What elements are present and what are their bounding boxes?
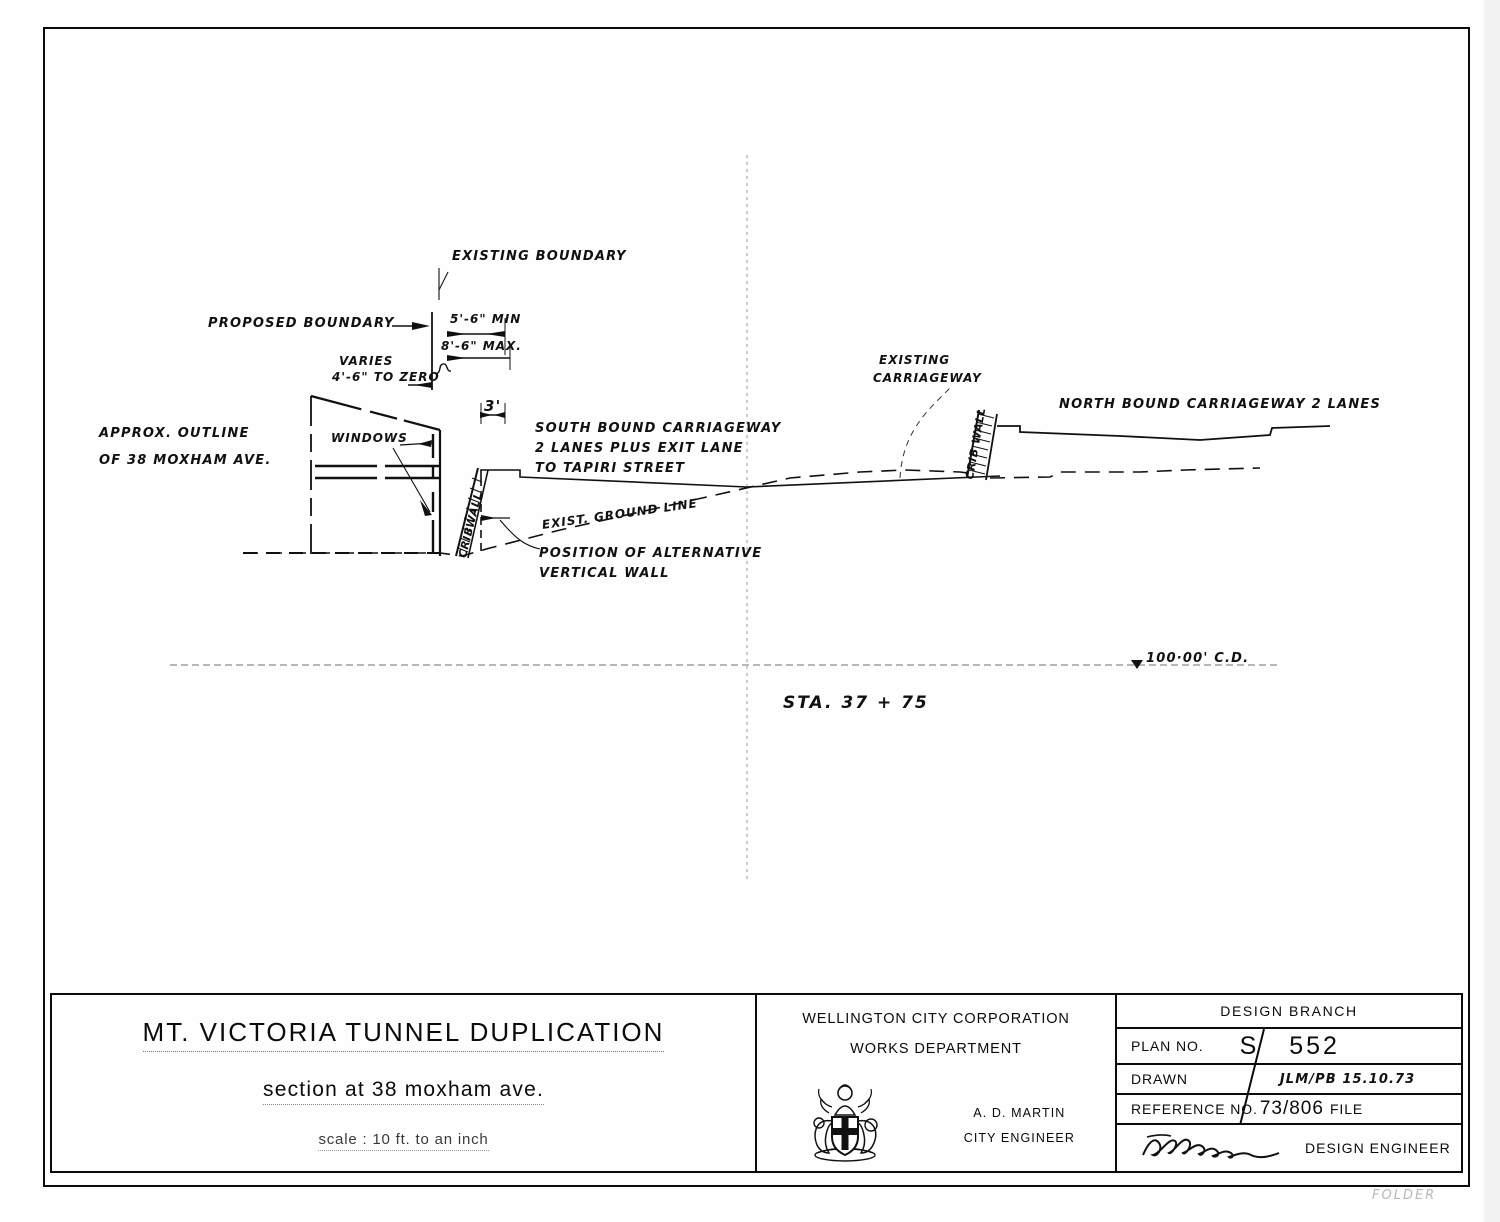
annotation-approx-outline-line1: APPROX. OUTLINE (99, 426, 250, 441)
title-block-organisation-panel: WELLINGTON CITY CORPORATION WORKS DEPART… (757, 995, 1117, 1171)
city-engineer-block: A. D. MARTIN CITY ENGINEER (964, 1101, 1075, 1151)
department-name: WORKS DEPARTMENT (850, 1041, 1022, 1057)
reference-label: REFERENCE NO. (1131, 1101, 1258, 1117)
reference-value: 73/806 (1259, 1098, 1324, 1119)
plan-number-value: 552 (1289, 1031, 1340, 1060)
annotation-windows: WINDOWS (331, 431, 408, 445)
annotation-dim-min: 5'-6" MIN (450, 312, 522, 326)
plan-number-prefix: S (1239, 1031, 1260, 1060)
drawn-label: DRAWN (1131, 1071, 1188, 1087)
annotation-varies-line2: 4'-6" TO ZERO (332, 370, 440, 384)
annotation-southbound-line2: 2 LANES PLUS EXIT LANE (535, 441, 744, 456)
title-block-project-panel: MT. VICTORIA TUNNEL DUPLICATION section … (52, 995, 757, 1171)
annotation-northbound: NORTH BOUND CARRIAGEWAY 2 LANES (1059, 397, 1382, 412)
drawn-row[interactable]: DRAWN JLM/PB 15.10.73 (1117, 1065, 1461, 1095)
title-block-design-panel: DESIGN BRANCH PLAN NO. S 552 DRAWN JLM/P… (1117, 995, 1461, 1171)
plan-number-row[interactable]: PLAN NO. S 552 (1117, 1029, 1461, 1065)
annotation-alt-wall-line2: VERTICAL WALL (539, 566, 670, 581)
folder-pencil-note: FOLDER (1372, 1188, 1437, 1203)
design-engineer-signature (1142, 1134, 1280, 1159)
annotation-approx-outline-line2: OF 38 MOXHAM AVE. (99, 453, 272, 468)
signature-row[interactable]: DESIGN ENGINEER (1117, 1125, 1461, 1171)
annotation-station: STA. 37 + 75 (783, 693, 929, 713)
drawn-value: JLM/PB 15.10.73 (1279, 1071, 1416, 1087)
project-subtitle: section at 38 moxham ave. (263, 1078, 544, 1105)
annotation-southbound-line3: TO TAPIRI STREET (535, 461, 686, 476)
design-branch-row: DESIGN BRANCH (1117, 995, 1461, 1029)
wellington-coat-of-arms-icon (813, 1084, 878, 1162)
organisation-name: WELLINGTON CITY CORPORATION (802, 1011, 1070, 1027)
annotation-existing-carriageway-line1: EXISTING (879, 353, 951, 367)
annotation-dim-max: 8'-6" MAX. (441, 339, 522, 353)
annotation-datum-elevation: 100·00' C.D. (1146, 651, 1250, 666)
design-engineer-label: DESIGN ENGINEER (1305, 1140, 1451, 1156)
project-title: MT. VICTORIA TUNNEL DUPLICATION (142, 1017, 665, 1052)
annotation-existing-carriageway-line2: CARRIAGEWAY (873, 371, 982, 385)
annotation-alt-wall-line1: POSITION OF ALTERNATIVE (539, 546, 763, 561)
design-branch-label: DESIGN BRANCH (1220, 1003, 1358, 1019)
annotation-existing-boundary: EXISTING BOUNDARY (452, 249, 627, 264)
drawing-scale: scale : 10 ft. to an inch (318, 1131, 489, 1151)
reference-suffix: FILE (1329, 1101, 1364, 1117)
drawing-border (43, 27, 1470, 1187)
annotation-proposed-boundary: PROPOSED BOUNDARY (208, 316, 395, 331)
city-engineer-name: A. D. MARTIN (973, 1106, 1066, 1120)
film-edge (1484, 0, 1500, 1222)
city-engineer-role: CITY ENGINEER (963, 1131, 1075, 1145)
annotation-dim-three-feet: 3' (484, 397, 502, 415)
title-block: MT. VICTORIA TUNNEL DUPLICATION section … (50, 993, 1463, 1173)
annotation-varies-line1: VARIES (339, 354, 394, 368)
reference-row[interactable]: REFERENCE NO. 73/806 FILE (1117, 1095, 1461, 1125)
plan-number-label: PLAN NO. (1131, 1038, 1204, 1054)
annotation-southbound-line1: SOUTH BOUND CARRIAGEWAY (535, 421, 782, 436)
